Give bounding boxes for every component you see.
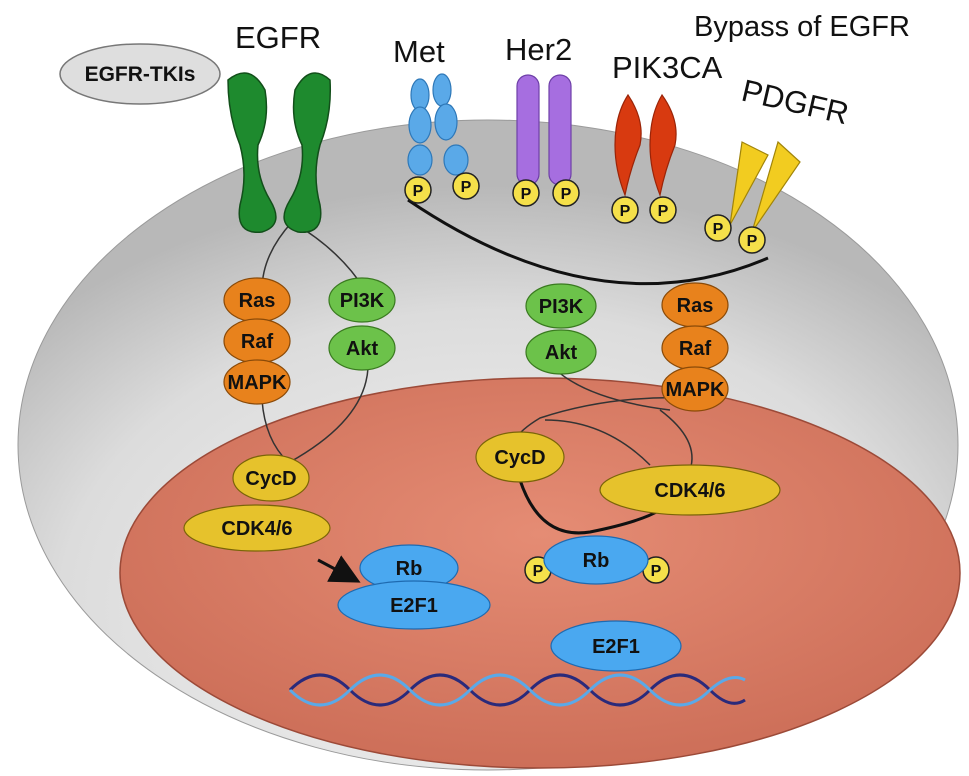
right-mapk-node <box>661 366 729 412</box>
left-cdk-label: CDK4/6 <box>221 518 292 540</box>
right-raf-label: Raf <box>679 338 712 360</box>
right-mapk-label: MAPK <box>666 379 725 401</box>
left-rb-label: Rb <box>396 558 423 580</box>
left-e2f1-label: E2F1 <box>390 595 438 617</box>
phospho-circle <box>611 196 639 224</box>
her2-receptor-icon <box>516 74 572 186</box>
phospho-labels: P P P P P P P P P P <box>413 179 758 580</box>
phospho-circle <box>404 176 432 204</box>
bypass-membrane-line <box>407 198 769 286</box>
phospho-circle <box>452 172 480 200</box>
right-ras-label: Ras <box>677 295 714 317</box>
left-ras-label: Ras <box>239 290 276 312</box>
met-receptor-icon <box>407 73 469 176</box>
pdgfr-receptor-icon <box>729 140 801 233</box>
pik3ca-label: PIK3CA <box>612 50 723 85</box>
phospho-label: P <box>521 186 532 203</box>
right-e2f1-node <box>550 620 682 672</box>
phospho-circle <box>649 196 677 224</box>
right-cdk-label: CDK4/6 <box>654 480 725 502</box>
phospho-label: P <box>620 203 631 220</box>
right-rb-label: Rb <box>583 550 610 572</box>
egfr-tkis-oval <box>59 43 221 105</box>
right-pi3k-label: PI3K <box>539 296 584 318</box>
right-pathway-nodes <box>475 282 781 672</box>
right-cycd-node <box>475 431 565 483</box>
egfr-tkis-label: EGFR-TKIs <box>85 63 196 86</box>
phospho-label: P <box>713 221 724 238</box>
left-mapk-label: MAPK <box>228 372 287 394</box>
left-pi3k-node <box>328 277 396 323</box>
left-mapk-node <box>223 359 291 405</box>
cycd-cdk-complex-bridge <box>518 479 661 535</box>
left-cycd-node <box>232 454 310 502</box>
left-cycd-label: CycD <box>245 468 296 490</box>
phospho-label: P <box>461 179 472 196</box>
right-e2f1-label: E2F1 <box>592 636 640 658</box>
phospho-label: P <box>651 563 662 580</box>
phospho-circle <box>704 214 732 242</box>
right-pi3k-node <box>525 283 597 329</box>
left-raf-label: Raf <box>241 331 274 353</box>
left-pathway-nodes <box>183 277 491 630</box>
left-e2f1-node <box>337 580 491 630</box>
dna-helix-icon <box>288 673 746 707</box>
cdk-to-rb-arrow <box>317 555 361 583</box>
pik3ca-receptor-icon <box>614 93 677 198</box>
phospho-circle <box>512 179 540 207</box>
left-pi3k-label: PI3K <box>340 290 385 312</box>
right-cycd-label: CycD <box>494 447 545 469</box>
egfr-receptor-icon <box>227 72 332 233</box>
right-akt-label: Akt <box>545 342 578 364</box>
phospho-circle <box>552 179 580 207</box>
her2-label: Her2 <box>505 32 572 67</box>
left-cdk-node <box>183 504 331 552</box>
met-label: Met <box>393 34 445 69</box>
egfr-label: EGFR <box>235 20 321 55</box>
left-akt-label: Akt <box>346 338 379 360</box>
right-cdk-node <box>599 464 781 516</box>
phospho-circle <box>738 226 766 254</box>
phospho-label: P <box>658 203 669 220</box>
phospho-groups <box>404 172 766 584</box>
phospho-label: P <box>533 563 544 580</box>
phospho-label: P <box>561 186 572 203</box>
right-rb-node <box>543 535 649 585</box>
right-akt-node <box>525 329 597 375</box>
phospho-label: P <box>413 183 424 200</box>
bypass-label: Bypass of EGFR <box>694 11 910 43</box>
phospho-label: P <box>747 233 758 250</box>
left-akt-node <box>328 325 396 371</box>
